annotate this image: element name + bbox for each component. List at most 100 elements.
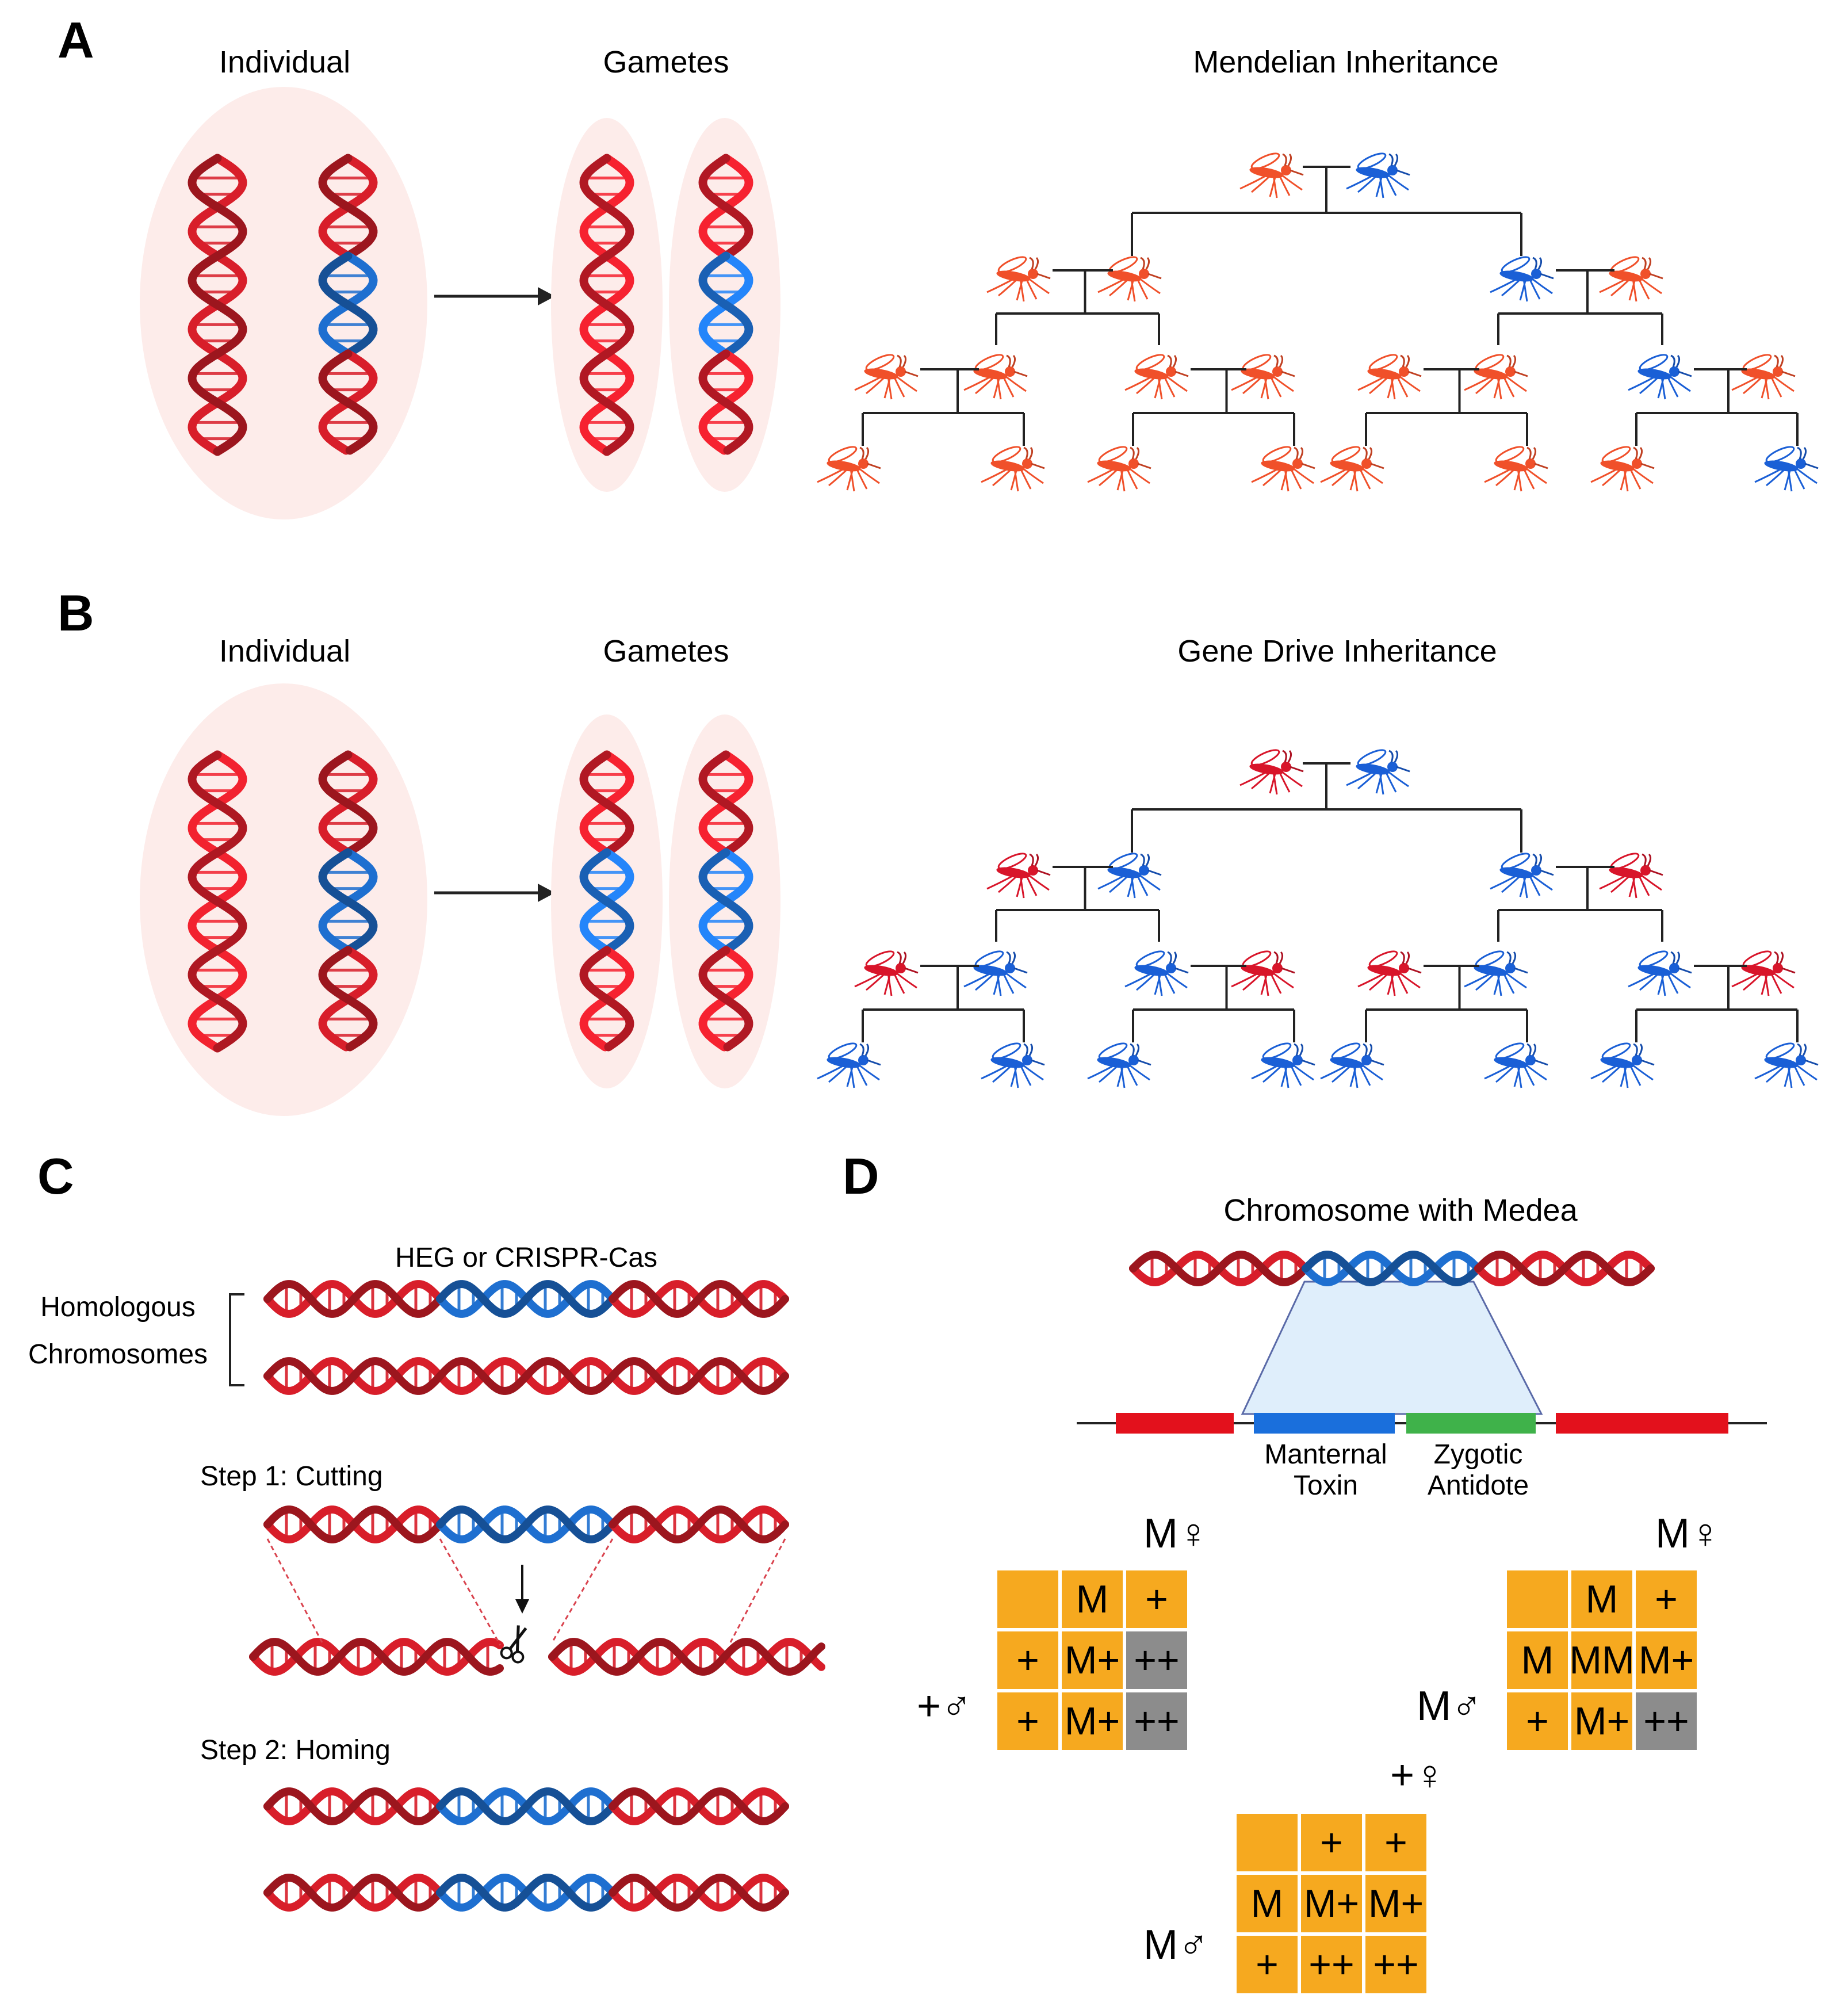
punnett-cell-label: M xyxy=(1076,1577,1109,1621)
gene-block-right xyxy=(1556,1413,1728,1434)
punnett-cell-label: + xyxy=(1526,1699,1549,1743)
guide-dashed-line xyxy=(729,1538,786,1643)
punnett-cell xyxy=(1636,1631,1697,1689)
guide-dashed-line xyxy=(551,1538,614,1643)
mosquito-gen3 xyxy=(1087,446,1151,492)
mosquito-gen1 xyxy=(1599,853,1663,899)
cut-arrow-head xyxy=(515,1599,529,1614)
cut-fragment-right xyxy=(548,1638,825,1676)
toxin-label-2: Toxin xyxy=(1294,1470,1358,1501)
punnett-cell xyxy=(1126,1631,1187,1689)
mosquito-gen3 xyxy=(1590,446,1655,492)
punnett-cell-label: ++ xyxy=(1134,1699,1179,1743)
step2-chromosome-top xyxy=(263,1787,789,1825)
mosquito-gen2 xyxy=(1628,354,1692,400)
mosquito-gen3 xyxy=(1754,1042,1819,1088)
punnett-cell-label: M xyxy=(1521,1638,1554,1682)
gene-block-left xyxy=(1116,1413,1234,1434)
punnett-cell-label: ++ xyxy=(1643,1699,1689,1743)
punnett-cell xyxy=(1301,1936,1362,1993)
punnett-cell xyxy=(1237,1875,1298,1932)
male-m-label-1: M♂ xyxy=(1417,1683,1482,1729)
mosquito-gen3 xyxy=(817,1042,881,1088)
punnett-cell xyxy=(1062,1570,1123,1628)
male-plus-label: +♂ xyxy=(917,1683,972,1729)
chromosome-right xyxy=(318,750,378,1052)
mosquito-gen3 xyxy=(1320,446,1384,492)
toxin-label-1: Manternal xyxy=(1264,1439,1387,1470)
expansion-shading xyxy=(1241,1281,1543,1415)
step2-label: Step 2: Homing xyxy=(200,1735,391,1765)
mosquito-gen2 xyxy=(1231,950,1295,996)
homolog-top xyxy=(263,1280,789,1318)
antidote-label-1: Zygotic xyxy=(1434,1439,1523,1470)
mosquito-gen3 xyxy=(1251,446,1315,492)
mosquito-gen3 xyxy=(817,446,881,492)
mosquito-gen1 xyxy=(986,256,1051,302)
gamete-chromosome-1 xyxy=(579,154,634,456)
b-pedigree-title: Gene Drive Inheritance xyxy=(1177,634,1497,668)
punnett-cell xyxy=(1507,1631,1568,1689)
mosquito-gen1 xyxy=(1097,256,1162,302)
punnett-cell-label: + xyxy=(1384,1821,1407,1864)
punnett-cell-label: ++ xyxy=(1373,1943,1418,1986)
mosquito-gen0-1 xyxy=(1239,152,1304,198)
mosquito-gen3 xyxy=(1251,1042,1315,1088)
mosquito-gen2 xyxy=(1357,950,1422,996)
mosquito-gen3 xyxy=(981,1042,1045,1088)
antidote-label-2: Antidote xyxy=(1428,1470,1529,1501)
panel-a-art xyxy=(140,87,1819,519)
punnett-cell xyxy=(1126,1570,1187,1628)
punnett-cell xyxy=(997,1692,1058,1750)
mosquito-gen0-2 xyxy=(1346,749,1410,795)
mosquito-gen2 xyxy=(1231,354,1295,400)
homologous-label-1: Homologous xyxy=(40,1292,195,1323)
a-pedigree-title: Mendelian Inheritance xyxy=(1193,45,1498,79)
mosquito-gen2 xyxy=(1464,950,1528,996)
panel-c-art xyxy=(229,1280,825,1912)
step1-chromosome-top xyxy=(263,1505,789,1543)
mosquito-gen1 xyxy=(986,853,1051,899)
punnett-cell xyxy=(1507,1692,1568,1750)
mosquito-gen3 xyxy=(1590,1042,1655,1088)
mosquito-gen2 xyxy=(854,950,919,996)
female-m-label-2: M♀ xyxy=(1655,1511,1721,1557)
mosquito-gen3 xyxy=(981,446,1045,492)
punnett-cell xyxy=(1365,1936,1426,1993)
punnett-cell xyxy=(1571,1692,1632,1750)
punnett-cell xyxy=(1365,1814,1426,1871)
mosquito-gen3 xyxy=(1087,1042,1151,1088)
homologous-label-2: Chromosomes xyxy=(28,1339,208,1370)
punnett-cell-label: M+ xyxy=(1639,1638,1694,1682)
punnett-cell-label: M xyxy=(1251,1882,1284,1925)
punnett-cell-label: + xyxy=(1016,1699,1039,1743)
guide-dashed-line xyxy=(439,1538,502,1646)
punnett-cell-label: + xyxy=(1256,1943,1279,1986)
punnett-cell xyxy=(1301,1875,1362,1932)
mosquito-gen2 xyxy=(1464,354,1528,400)
punnett-cell xyxy=(1507,1570,1568,1628)
punnett-cell-label: + xyxy=(1320,1821,1343,1864)
mosquito-gen1 xyxy=(1490,256,1554,302)
female-m-label-1: M♀ xyxy=(1143,1511,1209,1557)
punnett-grid-1: M++M++++M+++ xyxy=(997,1570,1187,1750)
b-gametes-label: Gametes xyxy=(603,634,729,668)
chromosome-left xyxy=(188,750,247,1053)
punnett-cell xyxy=(1126,1692,1187,1750)
mosquito-gen3 xyxy=(1320,1042,1384,1088)
mosquito-gen2 xyxy=(1357,354,1422,400)
cut-fragment-left xyxy=(249,1638,504,1676)
punnett-cell-label: + xyxy=(1655,1577,1678,1621)
chromosome-right xyxy=(318,154,378,455)
mosquito-gen2 xyxy=(963,950,1028,996)
punnett-cell-label: ++ xyxy=(1308,1943,1354,1986)
arrow-head xyxy=(538,287,555,305)
mosquito-gen1 xyxy=(1097,853,1162,899)
mosquito-gen2 xyxy=(1731,950,1796,996)
mosquito-gen2 xyxy=(1124,950,1189,996)
mosquito-gen2 xyxy=(963,354,1028,400)
mosquito-gen1 xyxy=(1599,256,1663,302)
